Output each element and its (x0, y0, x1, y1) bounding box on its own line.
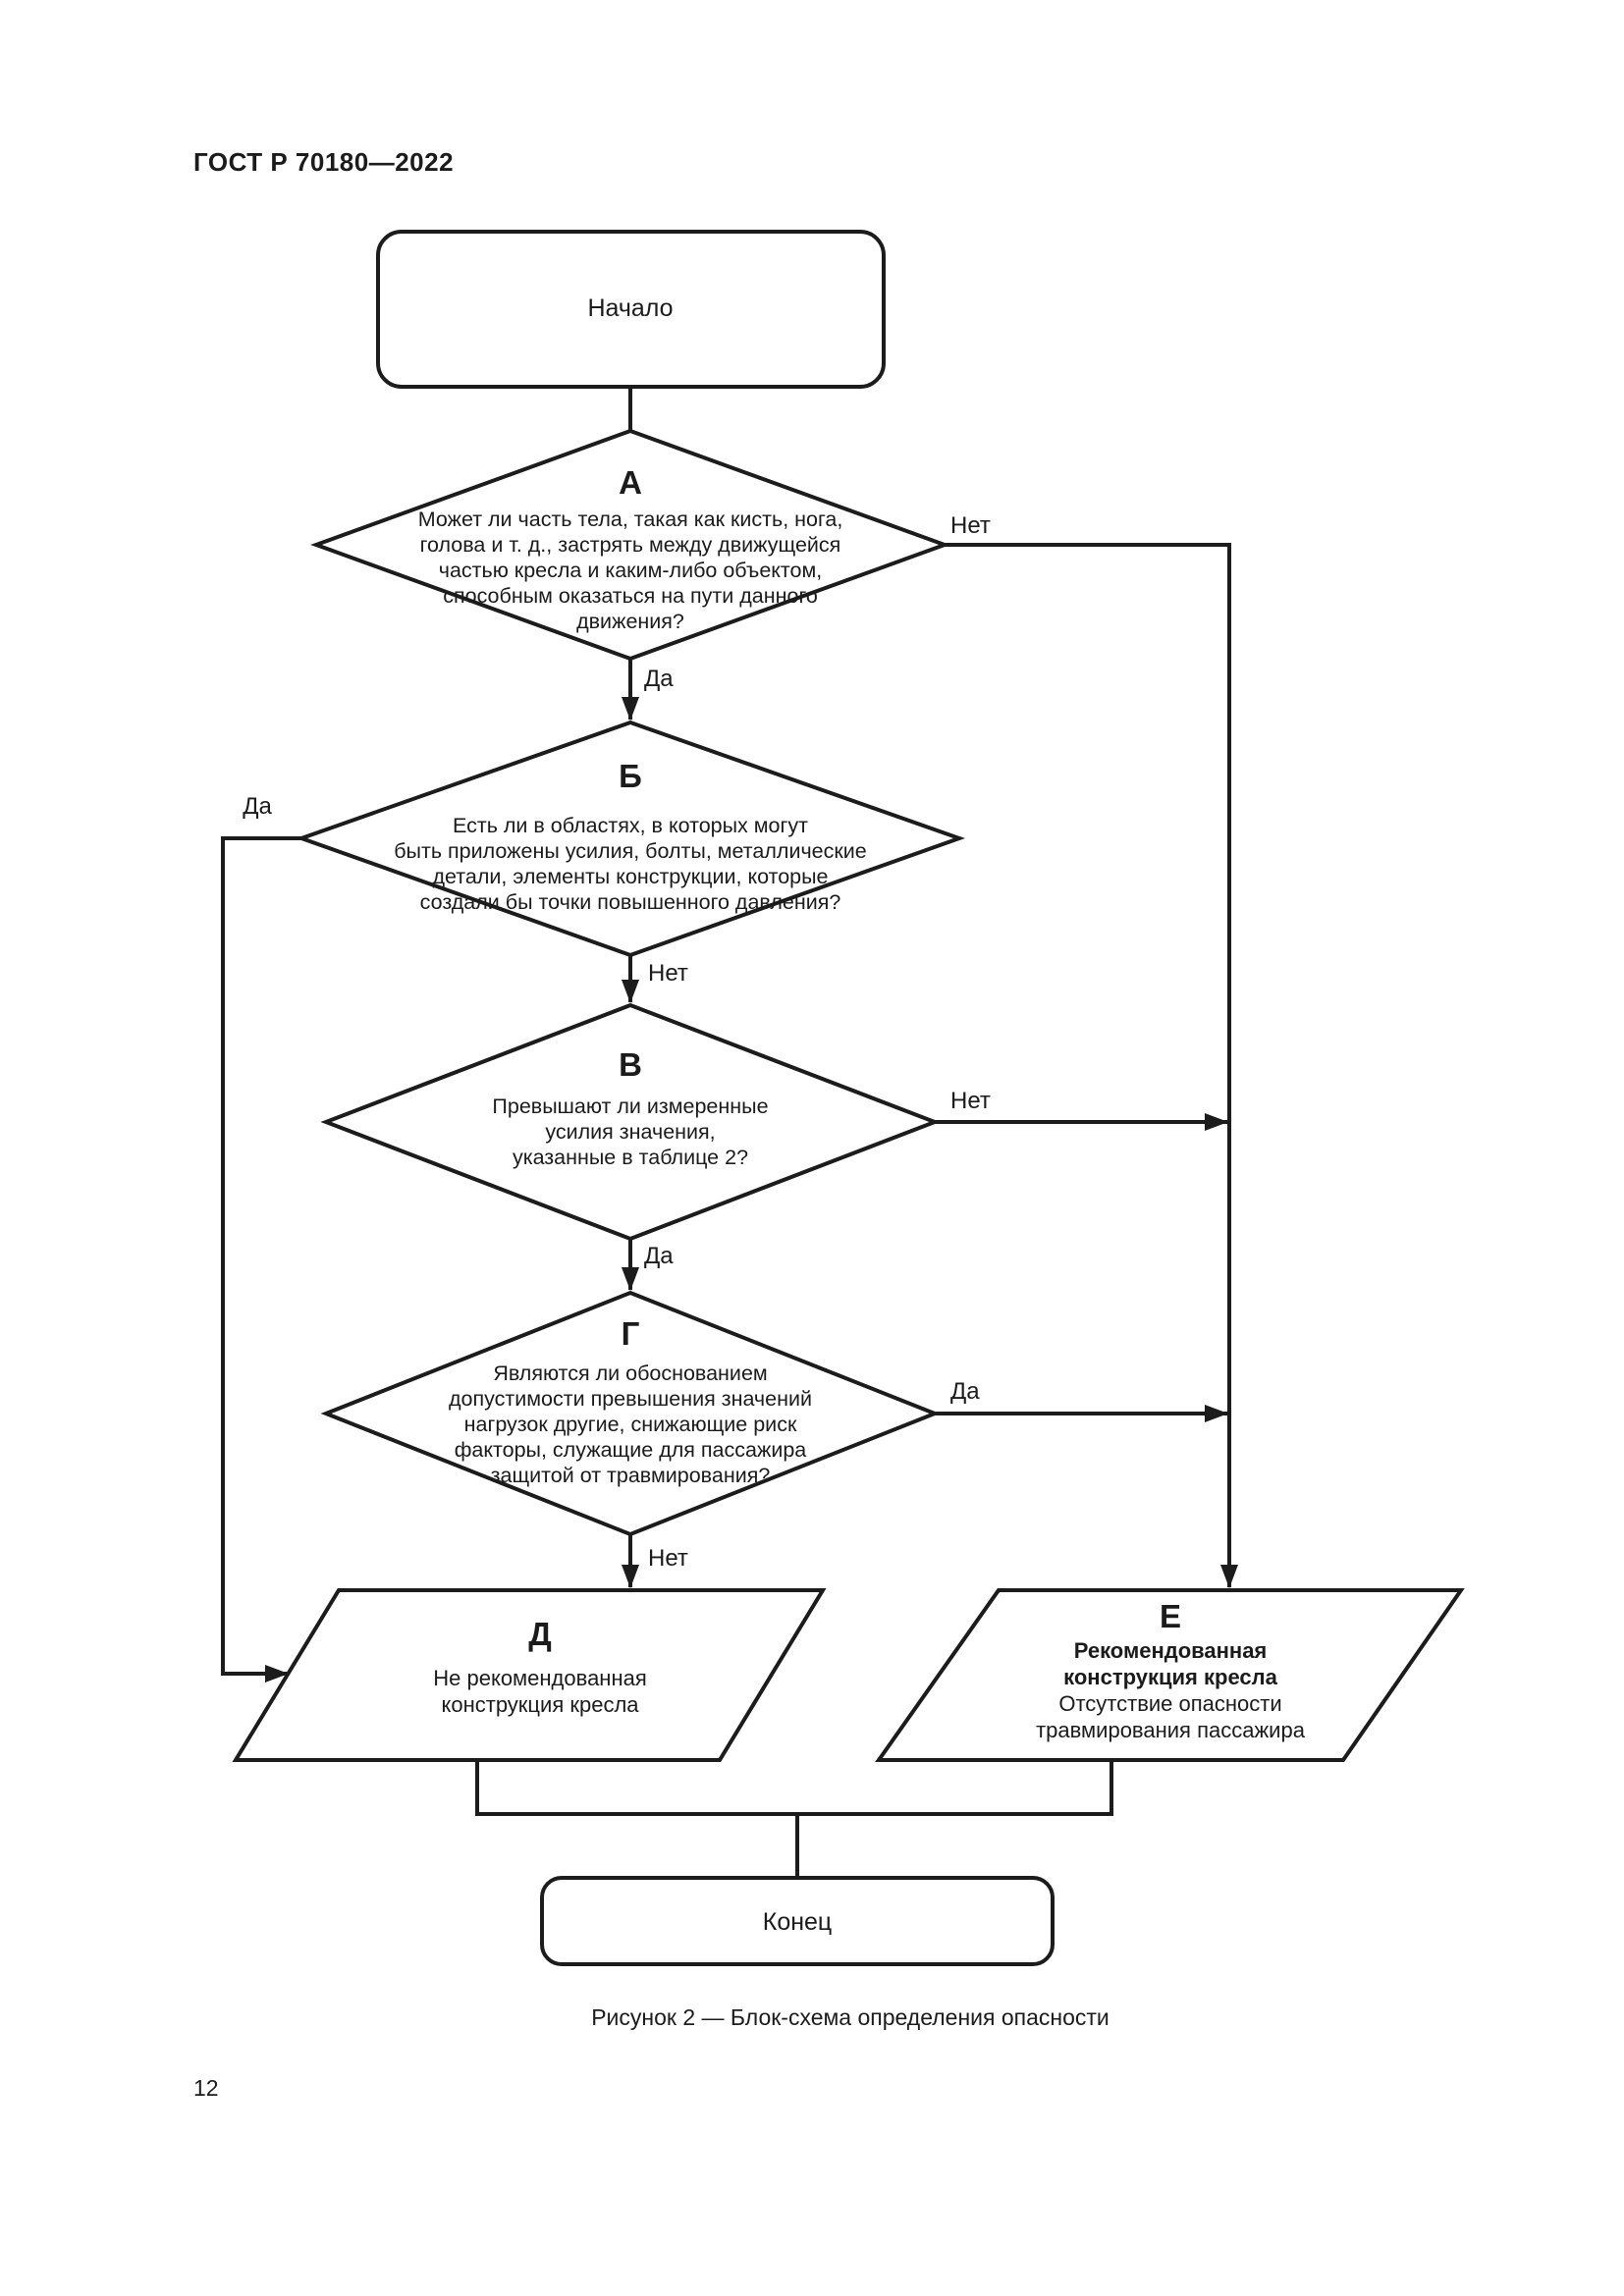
output-d-text: Не рекомендованная конструкция кресла (433, 1666, 647, 1717)
decision-g-question: Являются ли обоснованием допустимости пр… (449, 1362, 812, 1487)
decision-b-id: Б (619, 758, 642, 794)
edge-label-a-no: Нет (950, 512, 991, 539)
edge-label-a-yes: Да (644, 666, 674, 692)
decision-v-id: В (619, 1046, 642, 1083)
edge-label-g-yes: Да (950, 1378, 980, 1405)
end-label: Конец (762, 1908, 833, 1936)
document-header: ГОСТ Р 70180—2022 (193, 147, 455, 177)
output-e-subtitle: Отсутствие опасности травмирования пасса… (1036, 1691, 1305, 1742)
output-d-id: Д (528, 1616, 552, 1652)
edge-label-g-no: Нет (648, 1545, 688, 1572)
output-d-shape (232, 1588, 827, 1762)
page-number: 12 (193, 2075, 219, 2101)
connector-a-no-to-e (945, 543, 1238, 1588)
connector-outputs-merge (475, 1760, 1113, 1816)
decision-v-question: Превышают ли измеренные усилия значения,… (492, 1095, 769, 1169)
edge-label-v-no: Нет (950, 1088, 991, 1114)
start-label: Начало (587, 294, 674, 322)
decision-a-question: Может ли часть тела, такая как кисть, но… (417, 507, 843, 633)
output-e-title: Рекомендованная конструкция кресла (1063, 1638, 1277, 1689)
output-e-shape (875, 1588, 1465, 1762)
edge-label-v-yes: Да (644, 1243, 674, 1269)
decision-g-id: Г (621, 1315, 640, 1352)
edge-label-b-yes: Да (243, 793, 272, 820)
decision-b-question: Есть ли в областях, в которых могут быть… (394, 814, 867, 914)
connector-b-yes-to-d (221, 836, 301, 1682)
output-e-id: Е (1159, 1598, 1182, 1634)
edge-label-b-no: Нет (648, 960, 688, 987)
decision-a-id: А (619, 464, 642, 501)
figure-caption: Рисунок 2 — Блок-схема определения опасн… (591, 2004, 1110, 2030)
